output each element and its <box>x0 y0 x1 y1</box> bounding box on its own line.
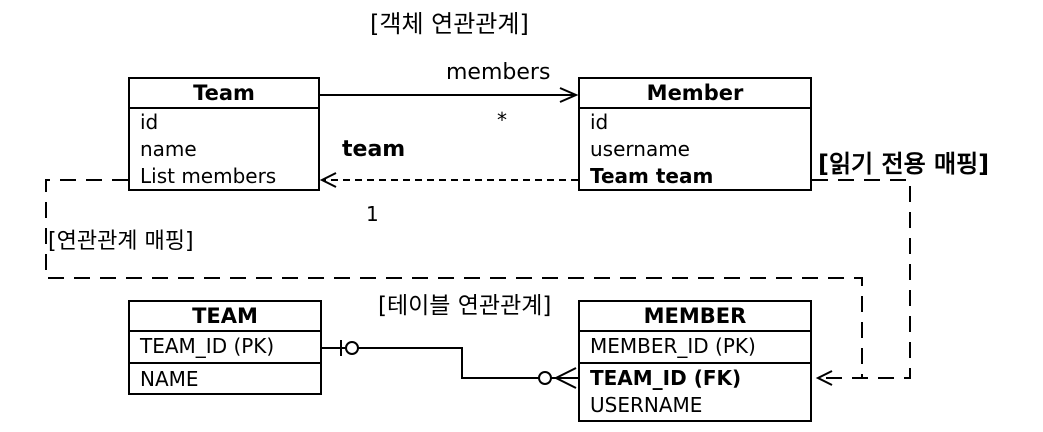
table-relation-title: [테이블 연관관계] <box>378 293 552 319</box>
zero-circle-member <box>538 371 552 385</box>
mapping-dashed-path <box>45 179 863 378</box>
member-table-box: MEMBER MEMBER_ID (PK) TEAM_ID (FK) USERN… <box>578 300 812 422</box>
member-entity-title: Member <box>580 79 810 109</box>
member-field-team: Team team <box>590 164 714 188</box>
member-field-username: username <box>590 137 690 161</box>
members-label: members <box>446 60 551 85</box>
mapping-label: [연관관계 매핑] <box>48 223 196 255</box>
team-table-pk: TEAM_ID (PK) <box>130 332 320 364</box>
team-table-box: TEAM TEAM_ID (PK) NAME <box>128 300 322 395</box>
members-arrowhead <box>559 87 579 103</box>
zero-circle-team <box>345 341 359 355</box>
team-field-name: name <box>140 137 197 161</box>
member-table-fk: TEAM_ID (FK) <box>590 366 742 390</box>
team-entity-box: Team id name List members <box>128 77 320 191</box>
member-table-username: USERNAME <box>590 393 703 417</box>
member-entity-box: Member id username Team team <box>578 77 812 191</box>
one-multiplicity: 1 <box>366 202 379 226</box>
team-entity-title: Team <box>130 79 318 109</box>
fk-arrowhead <box>815 370 833 386</box>
object-relation-title: [객체 연관관계] <box>370 10 529 38</box>
er-relationship-line <box>322 347 578 379</box>
team-arrowhead <box>319 172 337 188</box>
team-table-title: TEAM <box>130 302 320 332</box>
team-table-name: NAME <box>140 367 199 391</box>
team-field-members: List members <box>140 164 277 188</box>
readonly-dashed-path <box>812 179 911 379</box>
member-table-title: MEMBER <box>580 302 810 332</box>
readonly-mapping-label: [읽기 전용 매핑] <box>818 150 990 178</box>
crows-foot <box>553 367 577 389</box>
member-field-id: id <box>590 110 609 134</box>
member-table-pk: MEMBER_ID (PK) <box>580 332 810 364</box>
many-multiplicity: * <box>497 108 507 132</box>
team-label: team <box>342 137 406 162</box>
team-field-id: id <box>140 110 159 134</box>
